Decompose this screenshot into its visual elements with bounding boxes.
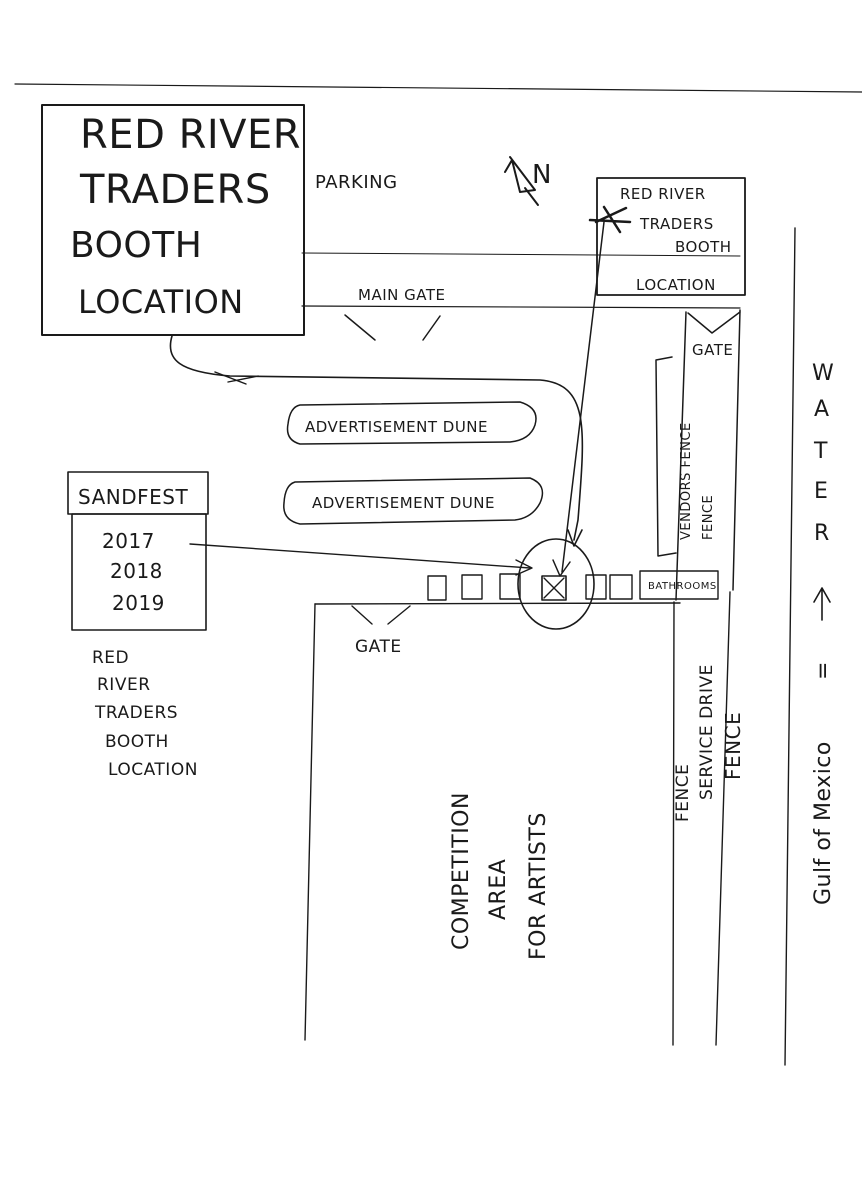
red-river-traders-booth bbox=[541, 575, 567, 601]
road-line-upper bbox=[301, 252, 741, 257]
shoreline bbox=[784, 227, 796, 1066]
route-path bbox=[169, 335, 584, 541]
booth-highlight-circle bbox=[517, 538, 595, 630]
sandfest-year-2: 2018 bbox=[110, 559, 163, 583]
gate-south-label: GATE bbox=[355, 637, 402, 657]
booth-note: RED RIVER TRADERS BOOTH LOCATION bbox=[92, 648, 198, 780]
east-lane-left-line bbox=[675, 311, 687, 601]
north-arrow: N bbox=[504, 156, 552, 206]
inset-line-1: RED RIVER bbox=[620, 185, 706, 203]
title-box-border bbox=[41, 104, 305, 336]
booth-note-line-5: LOCATION bbox=[108, 760, 198, 780]
sandfest-pointer-arrow bbox=[189, 543, 531, 569]
inset-to-booth-arrow bbox=[561, 221, 605, 573]
booth-note-line-1: RED bbox=[92, 648, 129, 668]
north-label: N bbox=[532, 160, 552, 190]
inset-arrowhead bbox=[552, 559, 571, 577]
title-box: RED RIVER TRADERS BOOTH LOCATION bbox=[41, 104, 305, 336]
booth-row: BATHROOMS bbox=[427, 538, 719, 630]
route-start-marks bbox=[214, 371, 259, 385]
dune-2-outline bbox=[283, 477, 544, 525]
east-lane-right-line bbox=[732, 309, 741, 591]
water-letter: W bbox=[812, 361, 834, 386]
inset-line-3: BOOTH bbox=[675, 238, 732, 256]
vendors-fence-bracket bbox=[655, 356, 677, 557]
competition-line-3: FOR ARTISTS bbox=[526, 812, 551, 960]
page-top-line bbox=[14, 83, 862, 93]
north-arrow-head bbox=[504, 156, 536, 193]
sandfest-arrowhead bbox=[515, 559, 533, 576]
gulf-label: Gulf of Mexico bbox=[811, 741, 836, 905]
south-gate-doors bbox=[351, 605, 411, 625]
booth bbox=[609, 574, 633, 600]
booth-x-mark bbox=[543, 577, 565, 599]
inset-line-2: TRADERS bbox=[639, 215, 714, 233]
booth bbox=[461, 574, 483, 600]
service-drive-label: SERVICE DRIVE bbox=[697, 664, 717, 800]
sandfest-header: SANDFEST bbox=[78, 485, 188, 509]
inset-line-4: LOCATION bbox=[636, 276, 716, 294]
dune-1-outline bbox=[286, 401, 537, 445]
competition-area-label: COMPETITION AREA FOR ARTISTS bbox=[449, 792, 551, 960]
inset-box: RED RIVER TRADERS BOOTH LOCATION bbox=[588, 177, 746, 296]
sandfest-box: SANDFEST 2017 2018 2019 bbox=[67, 471, 209, 631]
water-letter: E bbox=[814, 479, 828, 504]
east-gate-doors bbox=[687, 311, 741, 334]
advertisement-dune-2: ADVERTISEMENT DUNE bbox=[283, 477, 544, 525]
gate-east-label: GATE bbox=[692, 341, 733, 359]
water-arrow bbox=[813, 587, 831, 621]
water-equals: = bbox=[811, 661, 836, 680]
title-line-1: RED RIVER bbox=[80, 112, 301, 158]
service-drive-right-line bbox=[715, 591, 731, 1046]
booth-note-line-4: BOOTH bbox=[105, 732, 169, 752]
title-line-3: BOOTH bbox=[70, 225, 202, 266]
main-gate-label: MAIN GATE bbox=[358, 286, 445, 304]
booth bbox=[427, 575, 447, 601]
dune-1-label: ADVERTISEMENT DUNE bbox=[305, 418, 488, 436]
route-arrowhead bbox=[567, 529, 583, 547]
title-line-4: LOCATION bbox=[78, 283, 244, 321]
water-letter: T bbox=[813, 439, 828, 464]
parking-label: PARKING bbox=[315, 172, 398, 193]
booth bbox=[585, 574, 607, 600]
road-line-lower bbox=[301, 305, 741, 309]
competition-area-top bbox=[314, 602, 681, 605]
inset-box-border bbox=[596, 177, 746, 296]
booth bbox=[499, 573, 521, 600]
vendors-fence-label: VENDORS FENCE bbox=[679, 422, 694, 540]
competition-area-left bbox=[304, 603, 316, 1041]
inset-star-mark bbox=[588, 205, 632, 234]
dune-2-label: ADVERTISEMENT DUNE bbox=[312, 494, 495, 512]
advertisement-dune-1: ADVERTISEMENT DUNE bbox=[286, 401, 537, 445]
fence-label-1: FENCE bbox=[673, 764, 693, 822]
sandfest-years-box bbox=[71, 513, 207, 631]
bathrooms-box bbox=[639, 570, 719, 600]
title-line-2: TRADERS bbox=[79, 167, 271, 213]
sandfest-year-1: 2017 bbox=[102, 529, 155, 553]
competition-line-1: COMPETITION bbox=[449, 792, 474, 950]
competition-line-2: AREA bbox=[486, 859, 511, 920]
competition-area-right bbox=[672, 601, 675, 1046]
booth-note-line-2: RIVER bbox=[97, 675, 151, 695]
main-gate-left-door bbox=[344, 314, 376, 341]
bathrooms-label: BATHROOMS bbox=[648, 581, 717, 592]
sandfest-year-3: 2019 bbox=[112, 591, 165, 615]
fence-label-3: FENCE bbox=[701, 495, 716, 540]
water-letter: A bbox=[814, 397, 830, 422]
fence-label-2: FENCE bbox=[721, 712, 745, 780]
water-label: W A T E R bbox=[812, 361, 834, 546]
main-gate-right-door bbox=[422, 315, 441, 341]
north-arrow-shaft bbox=[524, 187, 539, 206]
water-letter: R bbox=[814, 521, 830, 546]
booth-note-line-3: TRADERS bbox=[94, 703, 178, 723]
